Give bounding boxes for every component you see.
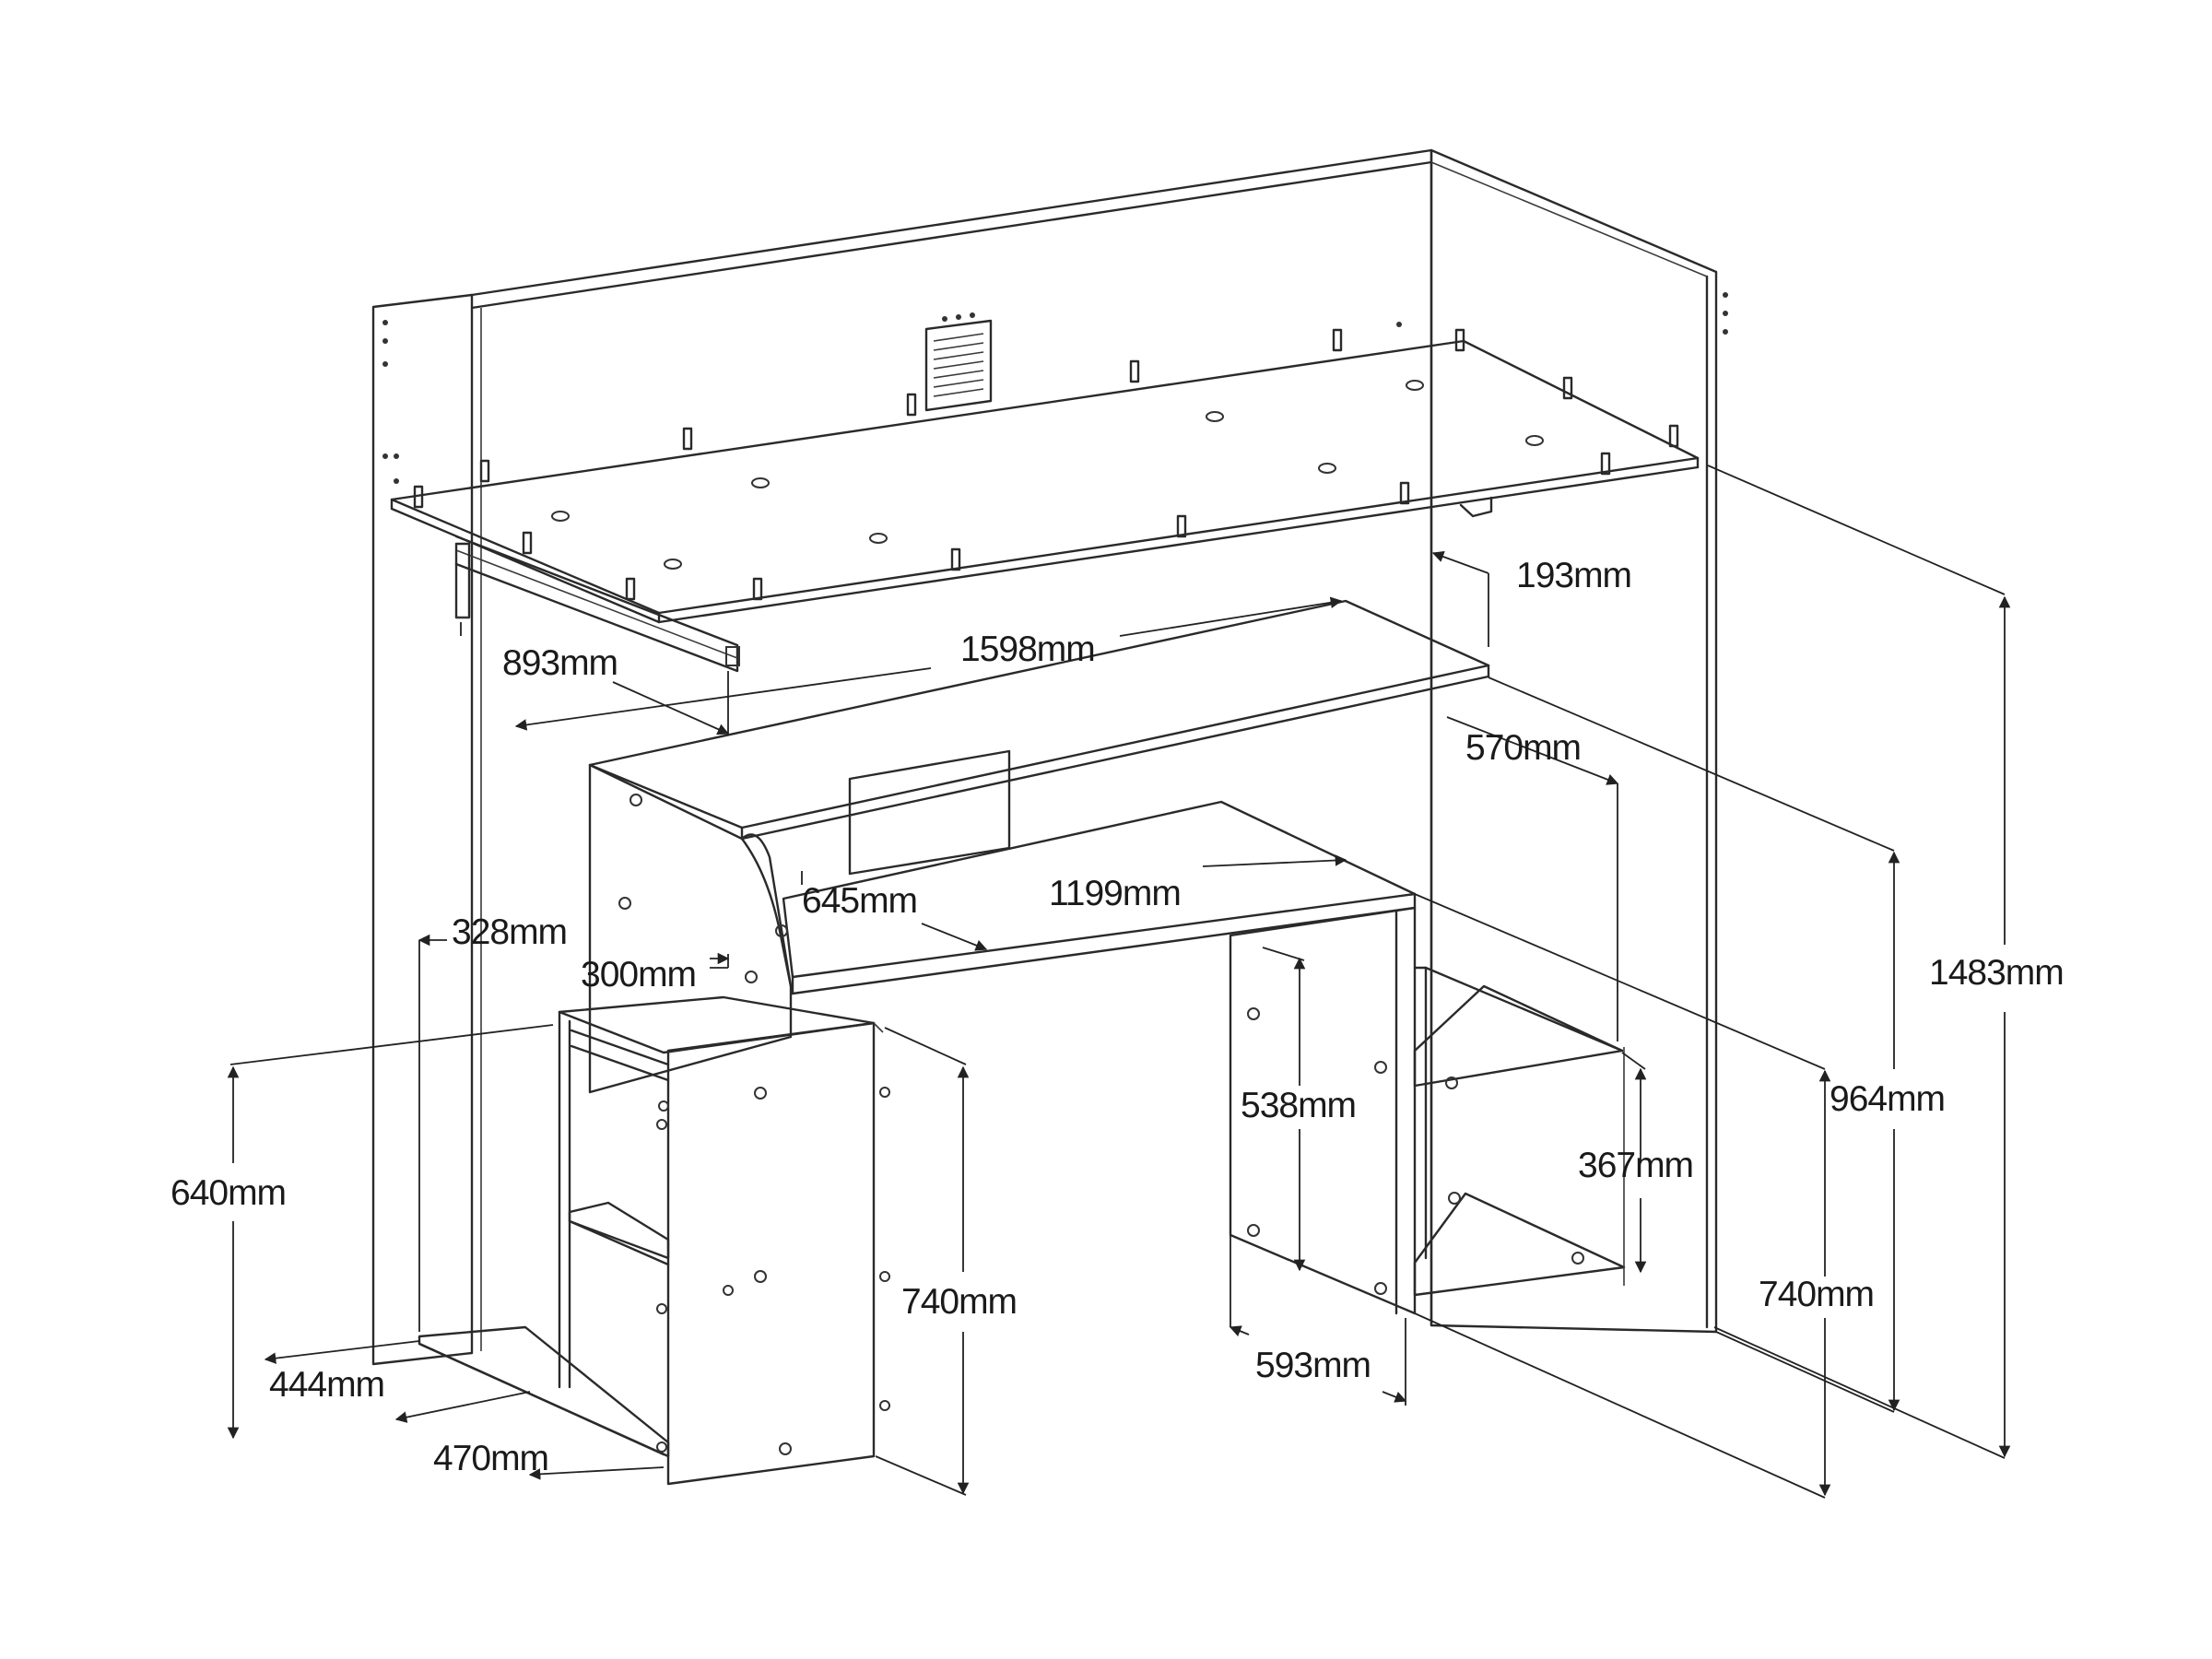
- dim-964-label: 964mm: [1830, 1079, 1946, 1119]
- desk-unit: [588, 599, 1626, 1315]
- vent-grille: [924, 312, 993, 412]
- dim-570-label: 570mm: [1465, 728, 1582, 768]
- platform-holes: [551, 380, 1544, 570]
- desk-holes: [618, 794, 1584, 1295]
- dim-444-label: 444mm: [269, 1365, 385, 1405]
- cabinet-holes: [656, 1087, 890, 1455]
- platform-brackets: [413, 328, 1679, 601]
- dim-538-label: 538mm: [1241, 1086, 1357, 1125]
- shelf-cabinet: [418, 995, 884, 1486]
- dim-193-label: 193mm: [1516, 556, 1632, 595]
- dim-640-label: 640mm: [171, 1173, 287, 1213]
- dim-470-label: 470mm: [433, 1439, 549, 1478]
- dim-1483-label: 1483mm: [1929, 953, 2065, 993]
- dim-645-label: 645mm: [802, 881, 918, 921]
- dimension-lines: [227, 465, 2011, 1499]
- dim-1598-label: 1598mm: [960, 629, 1096, 669]
- dim-740-right-label: 740mm: [1759, 1275, 1875, 1314]
- dim-300-label: 300mm: [581, 955, 697, 994]
- dim-893-label: 893mm: [502, 643, 618, 683]
- dim-367-label: 367mm: [1578, 1146, 1694, 1185]
- dim-328-label: 328mm: [452, 912, 568, 952]
- bed-platform: [390, 339, 1700, 673]
- frame-holes: [382, 292, 1728, 484]
- dim-740-left-label: 740mm: [901, 1282, 1018, 1322]
- dim-593-label: 593mm: [1255, 1346, 1371, 1385]
- dim-1199-label: 1199mm: [1049, 874, 1182, 913]
